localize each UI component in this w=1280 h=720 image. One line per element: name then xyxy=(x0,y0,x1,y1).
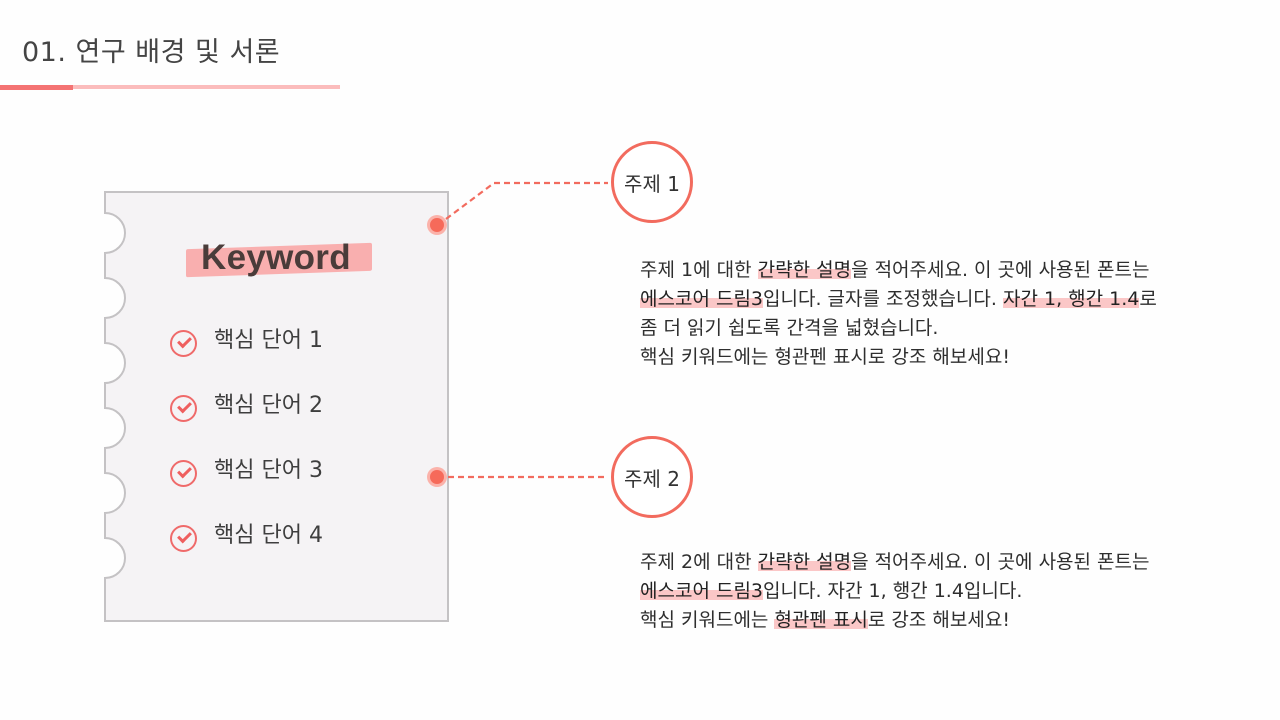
page-title: 01. 연구 배경 및 서론 xyxy=(22,37,281,68)
list-item: 핵심 단어 1 xyxy=(170,322,323,387)
list-item: 핵심 단어 2 xyxy=(170,387,323,452)
title-underline-accent xyxy=(0,84,73,90)
check-circle-icon xyxy=(170,525,197,552)
desc-line: 주제 1에 대한 간략한 설명을 적어주세요. 이 곳에 사용된 폰트는 xyxy=(640,256,1157,285)
highlighted-text: 자간 1, 행간 1.4 xyxy=(1002,288,1140,310)
highlighted-text: 에스코어 드림3 xyxy=(640,288,764,310)
connector-dot-2 xyxy=(430,470,444,484)
highlighted-text: 간략한 설명 xyxy=(757,551,852,573)
check-circle-icon xyxy=(170,460,197,487)
text-run: 핵심 키워드에는 xyxy=(640,609,775,631)
keyword-title: Keyword xyxy=(201,238,351,277)
text-run: 을 적어주세요. 이 곳에 사용된 폰트는 xyxy=(851,551,1150,573)
connector-dot-1 xyxy=(430,218,444,232)
keyword-label: 핵심 단어 1 xyxy=(214,328,323,353)
text-run: 입니다. 글자를 조정했습니다. xyxy=(763,288,1003,310)
topic-1-label: 주제 1 xyxy=(624,171,680,196)
text-run: 로 xyxy=(1139,288,1157,310)
highlighted-text: 형관펜 표시 xyxy=(774,609,868,631)
check-circle-icon xyxy=(170,395,197,422)
desc-line: 주제 2에 대한 간략한 설명을 적어주세요. 이 곳에 사용된 폰트는 xyxy=(640,548,1150,577)
keyword-card-paper xyxy=(104,191,449,622)
desc-line: 좀 더 읽기 쉽도록 간격을 넓혔습니다. xyxy=(640,317,939,339)
desc-line: 핵심 키워드에는 형관펜 표시로 강조 해보세요! xyxy=(640,606,1150,635)
topic-2-description: 주제 2에 대한 간략한 설명을 적어주세요. 이 곳에 사용된 폰트는 에스코… xyxy=(640,548,1150,635)
topic-1-badge: 주제 1 xyxy=(611,141,693,223)
check-circle-icon xyxy=(170,330,197,357)
highlighted-text: 에스코어 드림3 xyxy=(640,580,764,602)
desc-line: 핵심 키워드에는 형관펜 표시로 강조 해보세요! xyxy=(640,346,1010,368)
list-item: 핵심 단어 4 xyxy=(170,517,323,582)
desc-line: 에스코어 드림3입니다. 글자를 조정했습니다. 자간 1, 행간 1.4로 xyxy=(640,285,1157,314)
keyword-heading: Keyword xyxy=(186,236,376,282)
list-item: 핵심 단어 3 xyxy=(170,452,323,517)
keyword-list: 핵심 단어 1 핵심 단어 2 핵심 단어 3 핵심 단어 4 xyxy=(170,322,323,582)
text-run: 을 적어주세요. 이 곳에 사용된 폰트는 xyxy=(851,259,1150,281)
highlighted-text: 간략한 설명 xyxy=(757,259,852,281)
text-run: 로 강조 해보세요! xyxy=(867,609,1010,631)
text-run: 주제 2에 대한 xyxy=(640,551,758,573)
text-run: 입니다. 자간 1, 행간 1.4입니다. xyxy=(763,580,1023,602)
text-run: 주제 1에 대한 xyxy=(640,259,758,281)
title-underline xyxy=(0,84,340,90)
keyword-label: 핵심 단어 2 xyxy=(214,393,323,418)
topic-1-description: 주제 1에 대한 간략한 설명을 적어주세요. 이 곳에 사용된 폰트는 에스코… xyxy=(640,256,1157,372)
topic-2-label: 주제 2 xyxy=(624,466,680,491)
topic-2-badge: 주제 2 xyxy=(611,436,693,518)
desc-line: 에스코어 드림3입니다. 자간 1, 행간 1.4입니다. xyxy=(640,577,1150,606)
keyword-label: 핵심 단어 4 xyxy=(214,523,323,548)
connector-line-1 xyxy=(437,181,608,226)
keyword-label: 핵심 단어 3 xyxy=(214,458,323,483)
